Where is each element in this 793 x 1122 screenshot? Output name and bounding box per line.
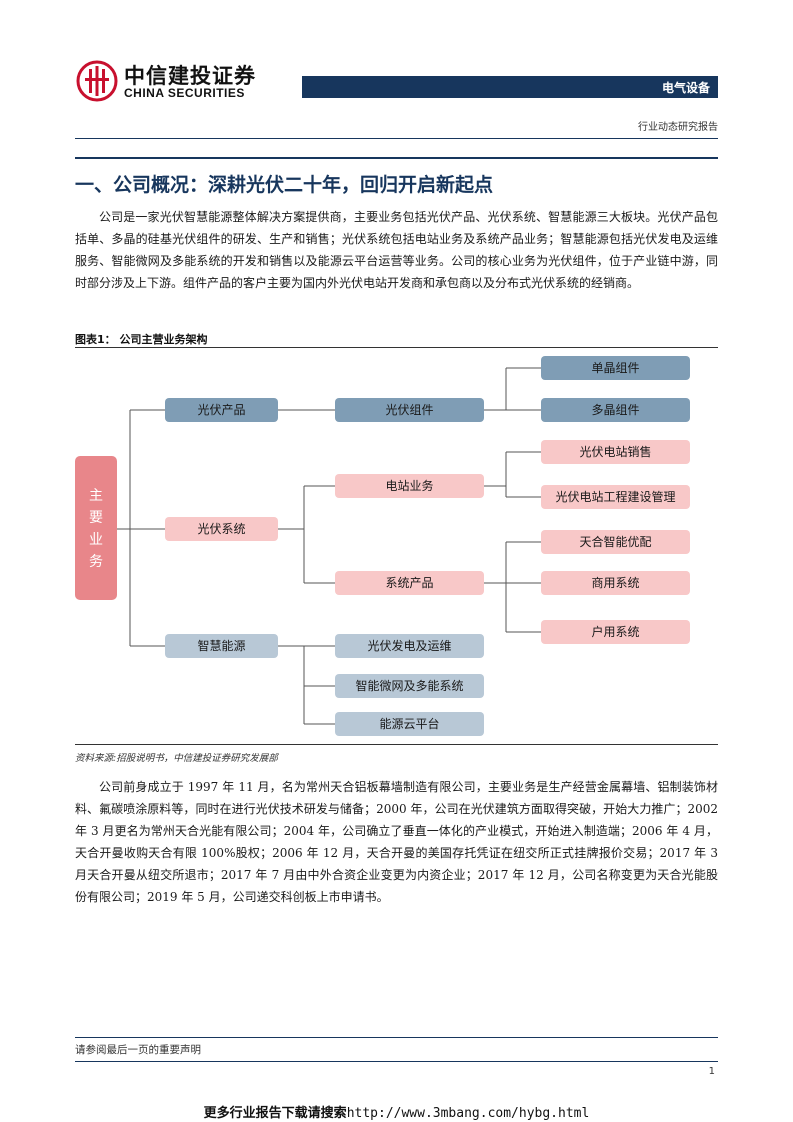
node-l1-1: 光伏系统 [165, 517, 278, 541]
paragraph-history: 公司前身成立于 1997 年 11 月，名为常州天合铝板幕墙制造有限公司，主要业… [75, 780, 718, 904]
node-l2-0-label: 光伏组件 [385, 403, 433, 417]
node-root: 主要业务 [75, 456, 117, 600]
node-l2-5-label: 能源云平台 [379, 716, 439, 731]
promo-banner: 更多行业报告下载请搜索http://www.3mbang.com/hybg.ht… [0, 1102, 793, 1121]
section-title: 一、公司概况：深耕光伏二十年，回归开启新起点 [75, 174, 494, 196]
root-label-char: 业 [89, 532, 103, 548]
node-l3-5: 商用系统 [541, 571, 690, 595]
node-l3-6-label: 户用系统 [591, 624, 639, 639]
node-l3-2-label: 光伏电站销售 [579, 444, 651, 459]
footer-divider-2 [75, 1061, 718, 1062]
node-l2-2: 系统产品 [335, 571, 484, 595]
node-l3-1: 多晶组件 [541, 398, 690, 422]
node-l1-0-label: 光伏产品 [197, 403, 245, 417]
root-label-char: 要 [89, 510, 103, 526]
node-l2-3-label: 光伏发电及运维 [367, 638, 451, 653]
node-l2-0: 光伏组件 [335, 398, 484, 422]
brand-name-cn: 中信建投证券 [124, 64, 256, 88]
sector-label: 电气设备 [661, 81, 710, 95]
node-l3-1-label: 多晶组件 [591, 403, 639, 417]
node-l3-5-label: 商用系统 [591, 575, 639, 590]
node-l2-1-label: 电站业务 [385, 478, 433, 493]
node-l2-2-label: 系统产品 [385, 576, 433, 590]
node-l3-4-label: 天合智能优配 [579, 534, 651, 549]
figure-top-rule [75, 347, 718, 348]
paragraph-intro: 公司是一家光伏智慧能源整体解决方案提供商，主要业务包括光伏产品、光伏系统、智慧能… [75, 210, 718, 290]
root-label-char: 主 [89, 488, 103, 504]
node-l2-1: 电站业务 [335, 474, 484, 498]
title-divider [75, 157, 718, 159]
header-bar: 电气设备 [302, 76, 718, 98]
report-type: 行业动态研究报告 [638, 122, 718, 133]
node-l1-0: 光伏产品 [165, 398, 278, 422]
promo-url[interactable]: http://www.3mbang.com/hybg.html [346, 1106, 590, 1121]
figure-source: 资料来源:招股说明书，中信建投证券研究发展部 [75, 753, 278, 764]
node-l1-2-label: 智慧能源 [197, 638, 245, 653]
header-divider [75, 138, 718, 139]
node-l3-3: 光伏电站工程建设管理 [541, 485, 690, 509]
promo-text: 更多行业报告下载请搜索 [203, 1106, 347, 1121]
node-l2-3: 光伏发电及运维 [335, 634, 484, 658]
root-label: 主要业务 [89, 488, 103, 570]
disclaimer-note: 请参阅最后一页的重要声明 [75, 1044, 201, 1056]
node-l3-6: 户用系统 [541, 620, 690, 644]
footer-divider [75, 1037, 718, 1038]
connector-lines [117, 367, 541, 725]
node-l2-4: 智能微网及多能系统 [335, 674, 484, 698]
root-label-char: 务 [89, 554, 103, 570]
figure-bottom-rule [75, 744, 718, 745]
node-l3-3-label: 光伏电站工程建设管理 [555, 489, 675, 504]
figure-label: 图表1： 公司主营业务架构 [75, 333, 208, 346]
node-l3-0-label: 单晶组件 [591, 361, 639, 375]
node-l1-1-label: 光伏系统 [197, 522, 245, 536]
node-l2-4-label: 智能微网及多能系统 [355, 678, 463, 693]
node-l3-4: 天合智能优配 [541, 530, 690, 554]
node-l3-2: 光伏电站销售 [541, 440, 690, 464]
node-l3-0: 单晶组件 [541, 356, 690, 380]
page-number: 1 [708, 1066, 715, 1077]
brand-name-en: CHINA SECURITIES [124, 86, 245, 100]
china-securities-logo-icon [76, 60, 118, 102]
node-l1-2: 智慧能源 [165, 634, 278, 658]
node-l2-5: 能源云平台 [335, 712, 484, 736]
